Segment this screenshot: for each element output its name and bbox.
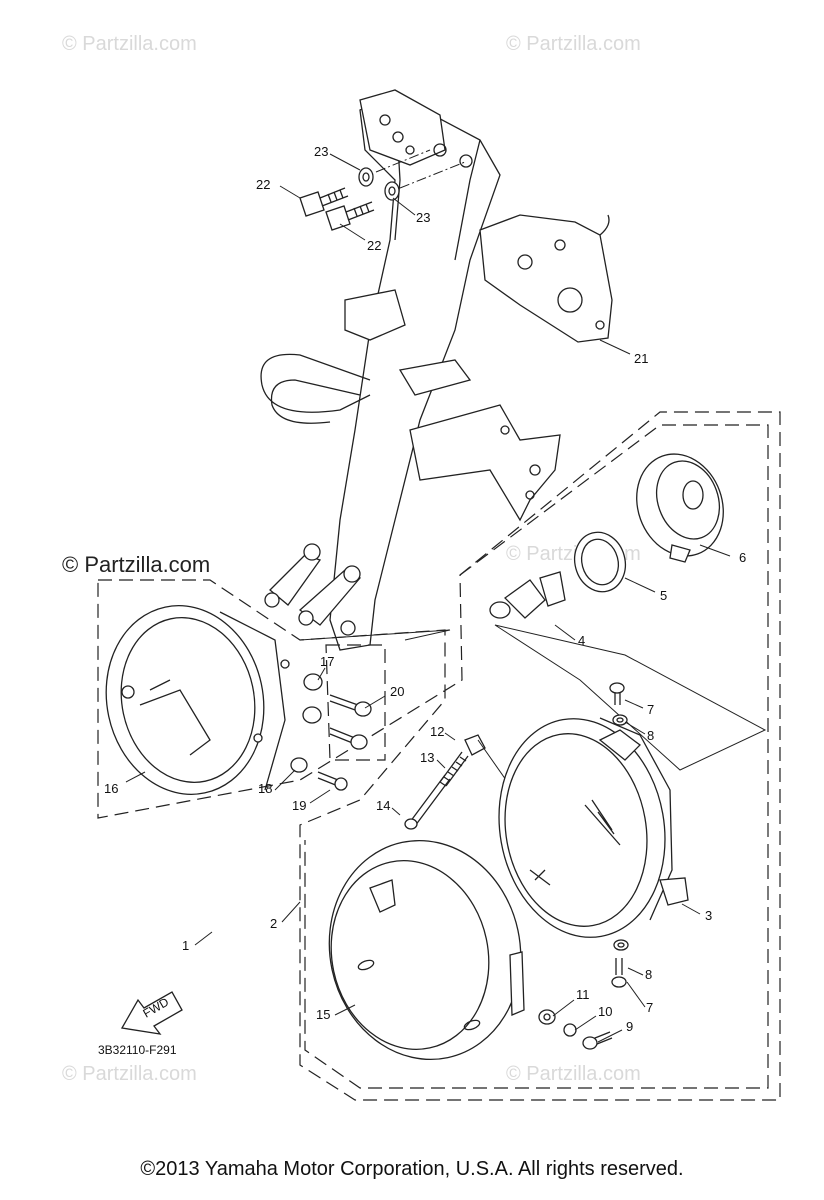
watermark-mid-left: © Partzilla.com (62, 552, 210, 577)
callout-8: 8 (645, 967, 652, 982)
washers-23 (358, 149, 466, 201)
callout-6: 6 (739, 550, 746, 565)
callout-22: 22 (256, 177, 270, 192)
fwd-arrow-icon: FWD (120, 991, 183, 1035)
callout-16: 16 (104, 781, 118, 796)
headlight-stay-bracket (260, 89, 613, 651)
callout-8: 8 (647, 728, 654, 743)
headlight-unit-3 (498, 717, 689, 938)
leader-lines (125, 153, 731, 1043)
callout-17: 17 (320, 654, 334, 669)
callout-3: 3 (705, 908, 712, 923)
callout-12: 12 (430, 724, 444, 739)
diagram-code: 3B32110-F291 (98, 1043, 177, 1057)
callout-1: 1 (182, 938, 189, 953)
callout-14: 14 (376, 798, 390, 813)
copyright-notice: ©2013 Yamaha Motor Corporation, U.S.A. A… (140, 1158, 684, 1180)
headlight-housing-16 (105, 605, 290, 795)
callout-20: 20 (390, 684, 404, 699)
callout-7: 7 (646, 1000, 653, 1015)
bulb-4 (489, 571, 566, 619)
assembly-2-boundary (304, 424, 769, 1089)
callout-19: 19 (292, 798, 306, 813)
callout-15: 15 (316, 1007, 330, 1022)
callout-labels: 23 23 22 22 21 6 5 4 7 8 3 8 7 9 10 11 1… (104, 144, 746, 1034)
headlight-rim-15 (328, 839, 525, 1061)
watermark-top-left: © Partzilla.com (62, 33, 197, 55)
callout-23: 23 (314, 144, 328, 159)
watermark-bottom-right: © Partzilla.com (506, 1063, 641, 1085)
callout-11: 11 (576, 987, 590, 1002)
bulb-holder-5 (573, 531, 627, 593)
watermark-bottom-left: © Partzilla.com (62, 1063, 197, 1085)
callout-5: 5 (660, 588, 667, 603)
callout-21: 21 (634, 351, 648, 366)
callout-23: 23 (416, 210, 430, 225)
callout-10: 10 (598, 1004, 612, 1019)
watermark-top-right: © Partzilla.com (506, 33, 641, 55)
hardware-group-boundary (325, 644, 386, 761)
callout-13: 13 (420, 750, 434, 765)
bulb-cover-6 (636, 453, 724, 563)
callout-7: 7 (647, 702, 654, 717)
mount-bolts-22 (299, 187, 375, 231)
hardware-17-20 (290, 673, 372, 791)
screws-7-11 (538, 682, 629, 1050)
callout-2: 2 (270, 916, 277, 931)
callout-18: 18 (258, 781, 272, 796)
callout-22: 22 (367, 238, 381, 253)
callout-9: 9 (626, 1019, 633, 1034)
callout-4: 4 (578, 633, 585, 648)
